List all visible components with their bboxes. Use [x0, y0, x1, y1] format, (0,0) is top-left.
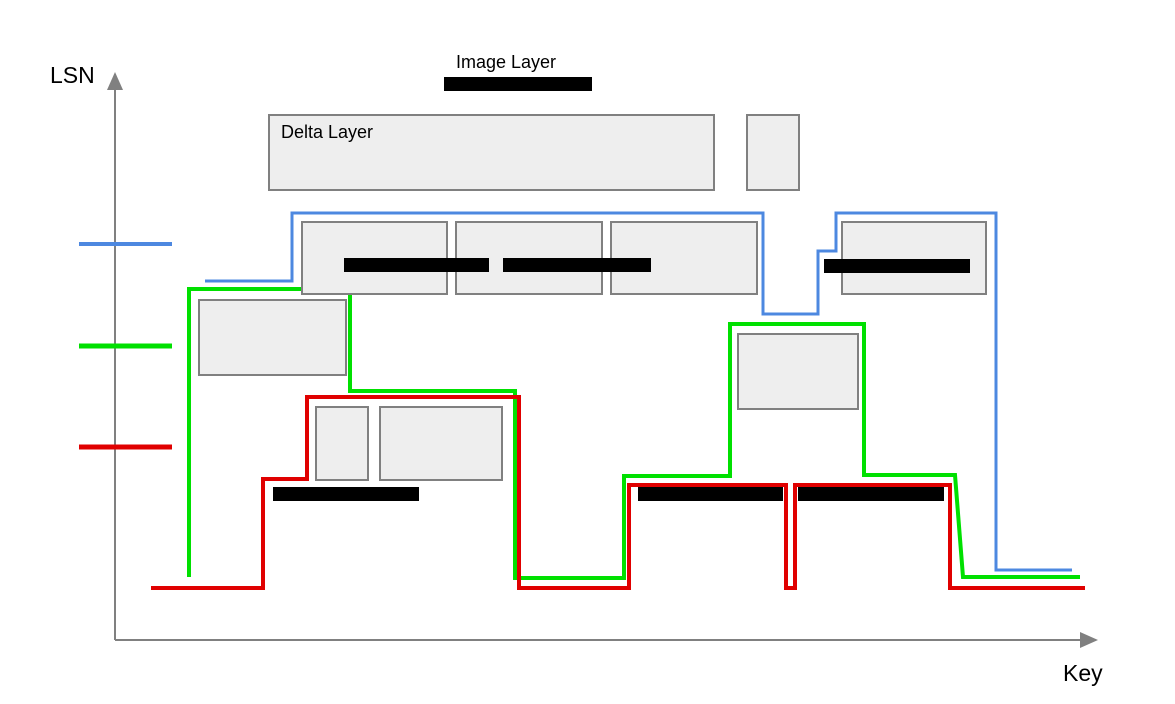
- green-lsn-line: [187, 287, 1080, 580]
- image-bar-top: [444, 77, 592, 91]
- axis-ticks: [79, 242, 172, 450]
- delta-boxes-group: [198, 114, 987, 481]
- image-bar-red-row-1: [273, 487, 419, 501]
- image-bar-delta-row-3: [824, 259, 970, 273]
- delta-box-green-1: [198, 299, 347, 376]
- delta-box-blue-4: [841, 221, 987, 295]
- delta-box-green-2: [737, 333, 859, 410]
- image-bar-red-row-2: [638, 487, 783, 501]
- y-axis-label: LSN: [50, 62, 95, 88]
- image-bar-delta-row-2: [503, 258, 651, 272]
- delta-layer-label: Delta Layer: [281, 122, 374, 142]
- delta-box-small-top-right: [746, 114, 800, 191]
- red-lsn-line: [151, 395, 1085, 590]
- delta-box-red-2: [379, 406, 503, 481]
- lsn-lines-group: [151, 211, 1085, 590]
- delta-box-main: [268, 114, 715, 191]
- axis-group: [107, 72, 1098, 648]
- image-bar-red-row-3: [798, 487, 944, 501]
- blue-lsn-line: [205, 211, 1072, 572]
- delta-box-red-1: [315, 406, 369, 481]
- image-layer-bars-group: [273, 77, 970, 501]
- x-axis-label: Key: [1063, 660, 1103, 686]
- image-bar-delta-row-1: [344, 258, 489, 272]
- image-layer-label: Image Layer: [456, 52, 557, 72]
